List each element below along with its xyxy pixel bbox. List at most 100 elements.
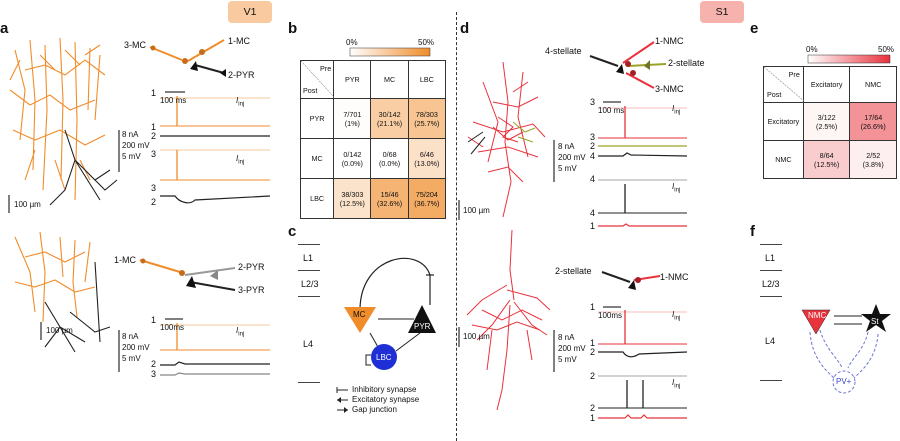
colorbar-e-min: 0% xyxy=(806,45,818,54)
connectivity-matrix-e: Pre Post Excitatory NMC Excitatory 3/122… xyxy=(763,66,897,179)
s1-region-tag: S1 xyxy=(700,1,744,23)
matrix-cell-text: (2.5%) xyxy=(816,121,838,131)
cell-label-1-mc: 1-MC xyxy=(228,36,250,46)
layer-line-c-1 xyxy=(298,244,320,245)
matrix-e-col-header: NMC xyxy=(849,66,897,103)
matrix-b-cell: 78/303(25.7%) xyxy=(407,98,447,139)
scale-a-top-na: 8 nA xyxy=(122,130,139,139)
matrix-cell-text: (26.6%) xyxy=(860,121,886,131)
matrix-b-col-header: PYR xyxy=(333,60,372,99)
connection-schematic-a-top xyxy=(149,39,226,77)
connection-schematic-d-bottom xyxy=(601,271,661,290)
v1-region-tag: V1 xyxy=(228,1,272,23)
node-label-lbc: LBC xyxy=(376,353,392,362)
matrix-e-cell: 3/122(2.5%) xyxy=(802,102,851,141)
matrix-e-row-header: Excitatory xyxy=(763,102,804,141)
matrix-cell-text: 17/64 xyxy=(864,112,883,122)
matrix-cell-text: (12.5%) xyxy=(814,159,840,169)
legend-inhibitory: Inhibitory synapse xyxy=(352,385,417,394)
cell-label-d-2-stellate: 2-stellate xyxy=(668,58,705,68)
scale-d-top-mv-5: 5 mV xyxy=(558,164,577,173)
matrix-b-row-header: PYR xyxy=(299,98,335,139)
matrix-cell-text: (0.0%) xyxy=(341,158,363,168)
trace-num-a-top-3: 2 xyxy=(151,131,157,141)
matrix-cell-text: (36.7%) xyxy=(414,198,440,208)
matrix-e-pre-label: Pre xyxy=(788,70,800,79)
matrix-e-row-header: NMC xyxy=(763,140,804,179)
matrix-b-post-label: Post xyxy=(303,86,318,95)
node-label-st: St xyxy=(871,317,879,326)
connection-schematic-a-bottom xyxy=(139,258,236,291)
matrix-b-cell: 75/204(36.7%) xyxy=(407,178,447,219)
matrix-cell-text: 7/701 xyxy=(343,109,362,119)
scale-a-bottom-mv-5: 5 mV xyxy=(122,354,141,363)
matrix-b-cell: 7/701(1%) xyxy=(333,98,372,139)
scale-bar-a-top xyxy=(118,130,120,172)
morphology-v1-bottom xyxy=(14,231,111,353)
layer-label-c-l1: L1 xyxy=(303,253,314,263)
circuit-diagram-f xyxy=(801,304,891,394)
colorbar-b-min: 0% xyxy=(346,38,358,47)
iinj-label-d-bottom-1: Iinj xyxy=(672,310,681,322)
matrix-cell-text: (32.6%) xyxy=(377,198,403,208)
morph-scale-label-a-top: 100 µm xyxy=(14,200,41,209)
cell-label-b-2-pyr: 2-PYR xyxy=(238,262,265,272)
matrix-b-corner: Pre Post xyxy=(299,60,335,99)
trace-num-d-bottom-6: 1 xyxy=(590,413,596,423)
time-scale-a-top: 100 ms xyxy=(160,96,187,105)
trace-num-d-bottom-3: 2 xyxy=(590,347,596,357)
traces-d-top xyxy=(598,101,688,227)
morphology-s1-top xyxy=(467,61,546,218)
matrix-cell-text: (0.0%) xyxy=(379,158,401,168)
panel-letter-d: d xyxy=(460,20,470,37)
iinj-label-a-bottom: Iinj xyxy=(236,326,245,338)
matrix-e-cell: 2/52(3.8%) xyxy=(849,140,897,179)
cell-label-d-b-1-nmc: 1-NMC xyxy=(660,272,689,282)
layer-line-c-3 xyxy=(298,296,320,297)
scale-d-top-mv-200: 200 mV xyxy=(558,153,586,162)
iinj-label-d-top-2: Iinj xyxy=(672,182,681,194)
matrix-e-cell: 17/64(26.6%) xyxy=(849,102,897,141)
panel-letter-e: e xyxy=(750,20,759,37)
trace-num-d-top-7: 1 xyxy=(590,221,596,231)
morph-scale-bar-a-top xyxy=(8,195,10,213)
matrix-cell-text: 8/64 xyxy=(819,150,834,160)
legend-icons-c xyxy=(336,387,348,413)
matrix-b-row-header: MC xyxy=(299,138,335,179)
matrix-b-pre-label: Pre xyxy=(320,64,332,73)
morph-scale-bar-d-top xyxy=(458,200,460,220)
trace-num-d-top-4: 4 xyxy=(590,151,596,161)
matrix-b-cell: 30/142(21.1%) xyxy=(370,98,409,139)
cell-label-3-mc: 3-MC xyxy=(124,40,146,50)
matrix-cell-text: 6/46 xyxy=(419,149,434,159)
morph-scale-bar-a-bottom xyxy=(40,322,42,340)
scale-d-top-na: 8 nA xyxy=(558,142,575,151)
layer-line-f-3 xyxy=(760,296,782,297)
matrix-cell-text: 30/142 xyxy=(378,109,401,119)
traces-a-bottom xyxy=(160,318,270,376)
colorbar-b xyxy=(349,47,431,57)
panel-divider xyxy=(456,12,457,441)
scale-d-bottom-na: 8 nA xyxy=(558,333,575,342)
matrix-cell-text: 15/46 xyxy=(380,189,399,199)
matrix-cell-text: (1%) xyxy=(344,118,360,128)
trace-num-d-bottom-5: 2 xyxy=(590,403,596,413)
morph-scale-label-d-bottom: 100 µm xyxy=(463,332,490,341)
trace-num-a-top-4: 3 xyxy=(151,149,157,159)
matrix-e-cell: 8/64(12.5%) xyxy=(802,140,851,179)
trace-num-d-top-3: 2 xyxy=(590,141,596,151)
matrix-e-corner: Pre Post xyxy=(763,66,805,103)
matrix-cell-text: 38/303 xyxy=(341,189,364,199)
node-label-pv: PV+ xyxy=(836,377,852,386)
matrix-b-cell: 6/46(13.0%) xyxy=(407,138,447,179)
matrix-b-cell: 15/46(32.6%) xyxy=(370,178,409,219)
colorbar-e xyxy=(807,54,891,64)
matrix-cell-text: 0/68 xyxy=(382,149,397,159)
iinj-label-d-top-1: Iinj xyxy=(672,104,681,116)
panel-letter-b: b xyxy=(288,20,298,37)
layer-label-f-l4: L4 xyxy=(765,336,776,346)
legend-excitatory: Excitatory synapse xyxy=(352,395,420,404)
connectivity-matrix-b: Pre Post PYR MC LBC PYR 7/701(1%) 30/142… xyxy=(299,60,447,219)
morph-scale-bar-d-bottom xyxy=(458,327,460,347)
matrix-b-col-header: LBC xyxy=(407,60,447,99)
